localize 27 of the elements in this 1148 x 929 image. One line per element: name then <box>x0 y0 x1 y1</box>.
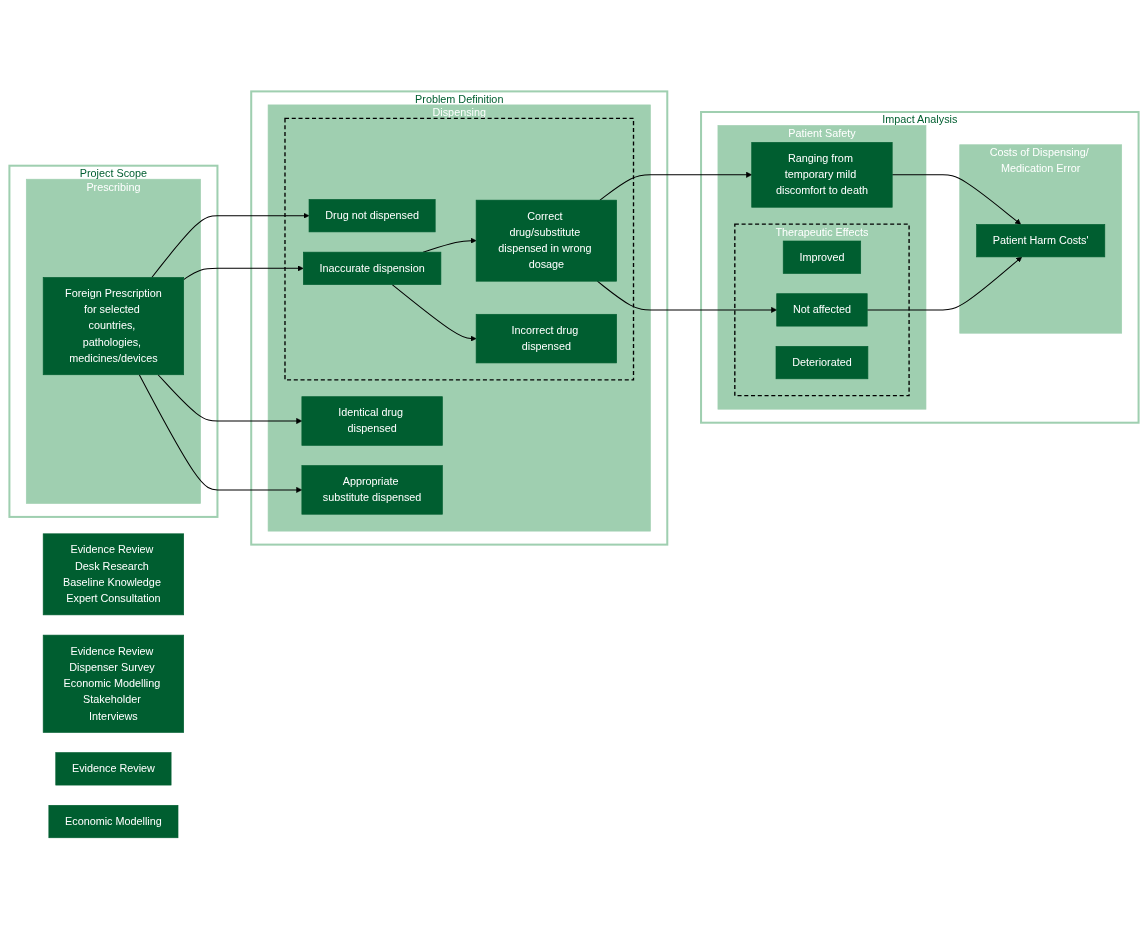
node-box: Evidence Review Dispenser Survey Economic Modelling Stakeholder Interviews <box>42 634 184 733</box>
node-box: Identical drug dispensed <box>301 396 443 446</box>
arrow <box>391 284 477 342</box>
node-box: Deteriorated <box>775 345 869 380</box>
node-box: Evidence Review <box>55 752 172 786</box>
arrow <box>422 237 477 253</box>
arrow <box>183 265 304 280</box>
node-box: Appropriate substitute dispensed <box>301 465 443 515</box>
arrow <box>157 374 303 424</box>
node-box: Improved <box>782 240 862 274</box>
node-box: Inaccurate dispension <box>303 251 442 285</box>
node-box: Correct drug/substitute dispensed in wrong dosage <box>475 199 617 282</box>
arrow <box>891 174 1022 225</box>
arrow <box>138 374 303 493</box>
node-box: Evidence Review Desk Research Baseline Knowledge Expert Consultation <box>42 533 184 616</box>
node-box: Economic Modelling <box>48 804 179 838</box>
arrow <box>596 280 777 313</box>
arrow <box>866 256 1022 311</box>
node-box: Ranging from temporary mild discomfort to death <box>751 142 893 208</box>
arrow <box>151 212 310 278</box>
node-box: Patient Harm Costs' <box>976 224 1106 258</box>
cluster <box>284 117 635 381</box>
node-box: Incorrect drug dispensed <box>475 313 617 364</box>
node-box: Foreign Prescription for selected countries, pathologies, medicines/devices <box>42 277 184 375</box>
node-box: Drug not dispensed <box>308 199 436 233</box>
arrow <box>599 171 752 201</box>
node-box: Not affected <box>776 293 868 327</box>
